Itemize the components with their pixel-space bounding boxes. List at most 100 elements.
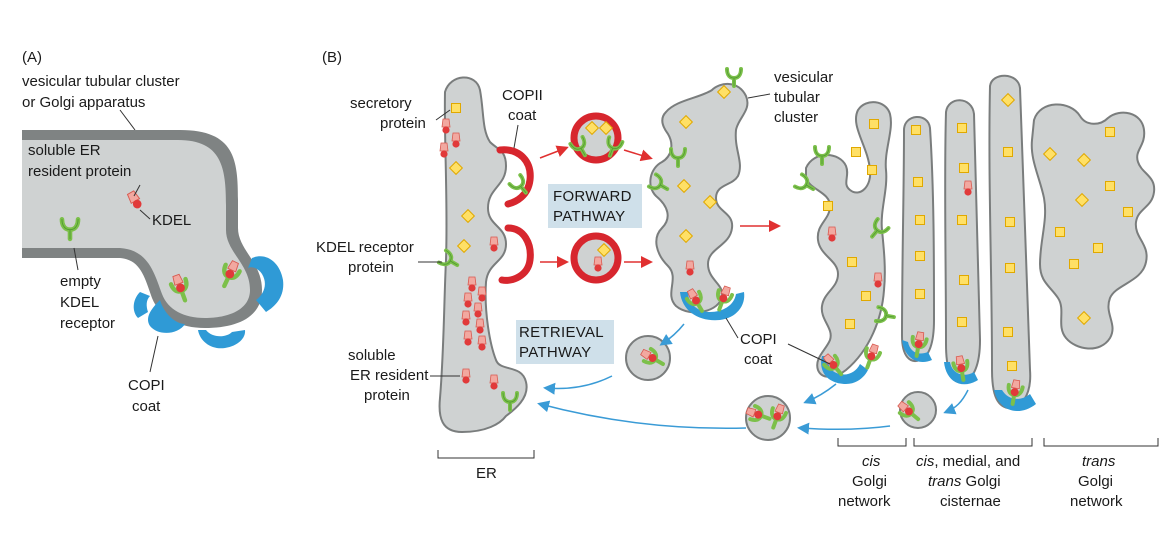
panel-a-copi-2 xyxy=(198,330,246,349)
panel-a-soluble-leader xyxy=(133,184,141,197)
secretory-protein-icon xyxy=(959,275,969,285)
soluble-label-2: ER resident xyxy=(350,367,429,384)
copii-leader xyxy=(513,124,519,149)
vtc-label-1: vesicular xyxy=(774,69,833,86)
panel-a-soluble-2: resident protein xyxy=(28,163,131,180)
secretory-protein-icon xyxy=(957,123,967,133)
copii-coat-er-2 xyxy=(498,224,534,284)
cis-copi-coat xyxy=(821,356,868,384)
copii-label-1: COPII xyxy=(502,87,543,104)
cis-label-2: Golgi xyxy=(852,473,887,490)
retrieval-pathway-box xyxy=(516,320,614,364)
panel-a-empty-3: receptor xyxy=(60,315,115,332)
trans-label-2: Golgi xyxy=(1078,473,1113,490)
panel-a-kdel: KDEL xyxy=(152,212,191,229)
cis-label-3: network xyxy=(838,493,891,510)
retrieval-arrow-4 xyxy=(803,383,837,405)
secretory-protein-icon xyxy=(867,165,877,175)
cisterna-2 xyxy=(944,99,982,384)
retrieval-label-2: PATHWAY xyxy=(519,344,591,361)
secretory-protein-icon xyxy=(1105,127,1115,137)
panel-a-copi-leader xyxy=(149,335,159,373)
panel-a: (A) vesicular tubular cluster or Golgi a… xyxy=(22,49,284,415)
panel-a-lumen-inner xyxy=(22,140,250,318)
vtc-leader xyxy=(747,93,771,99)
panel-a-copi-2-label: coat xyxy=(132,398,161,415)
forward-pathway-box xyxy=(548,184,642,228)
mid-label-1: cis, medial, and xyxy=(916,453,1020,470)
secretory-protein-icon xyxy=(913,177,923,187)
secretory-protein-icon xyxy=(1005,217,1015,227)
vtc-label-3: cluster xyxy=(774,109,818,126)
secretory-protein-icon xyxy=(1105,181,1115,191)
copi-leader-1 xyxy=(725,317,739,339)
secretory-leader xyxy=(435,109,451,121)
secretory-protein-icon xyxy=(911,125,921,135)
panel-a-soluble-1: soluble ER xyxy=(28,142,101,159)
secretory-protein-icon xyxy=(823,201,833,211)
retrieval-label-1: RETRIEVAL xyxy=(519,324,604,341)
forward-arrow-2 xyxy=(623,149,653,162)
resident-protein-icon xyxy=(475,318,485,335)
resident-protein-icon xyxy=(441,118,451,135)
resident-protein-icon xyxy=(685,260,695,277)
resident-protein-icon xyxy=(461,368,471,385)
secretory-protein-icon xyxy=(957,215,967,225)
resident-protein-icon xyxy=(489,236,499,253)
kdel-receptor-label-1: KDEL receptor xyxy=(316,239,414,256)
secretory-protein-icon xyxy=(1003,327,1013,337)
secretory-protein-icon xyxy=(915,215,925,225)
panel-a-copi-1-label: COPI xyxy=(128,377,165,394)
panel-a-title-2: or Golgi apparatus xyxy=(22,94,145,111)
resident-protein-icon xyxy=(827,226,837,243)
resident-protein-icon xyxy=(477,335,487,352)
panel-a-copi-3 xyxy=(248,256,284,312)
resident-protein-icon xyxy=(489,374,499,391)
resident-protein-icon xyxy=(593,256,603,273)
trans-label-3: network xyxy=(1070,493,1123,510)
secretory-protein-icon xyxy=(1123,207,1133,217)
secretory-protein-icon xyxy=(915,289,925,299)
secretory-protein-icon xyxy=(1005,263,1015,273)
resident-protein-icon xyxy=(477,286,487,303)
panel-a-letter: (A) xyxy=(22,49,42,66)
panel-a-kdel-leader xyxy=(139,209,151,220)
mid-label-3: cisternae xyxy=(940,493,1001,510)
panel-a-empty-leader xyxy=(73,247,79,271)
er-label: ER xyxy=(476,465,497,482)
secretory-protein-icon xyxy=(851,147,861,157)
cisterna-2-copi xyxy=(944,362,978,385)
resident-protein-icon xyxy=(963,180,973,197)
retrieval-arrow-5 xyxy=(943,389,969,415)
secretory-protein-icon xyxy=(1007,361,1017,371)
cisterna-1-copi xyxy=(902,340,932,362)
panel-a-title-leader xyxy=(119,109,136,131)
panel-a-copi-4 xyxy=(133,292,150,318)
panel-a-empty-1: empty xyxy=(60,273,101,290)
mid-label-2: trans Golgi xyxy=(928,473,1001,490)
secretory-protein-icon xyxy=(847,257,857,267)
vtc-label-2: tubular xyxy=(774,89,820,106)
secretory-protein-icon xyxy=(861,291,871,301)
resident-protein-icon xyxy=(463,330,473,347)
cis-label-1: cis xyxy=(862,453,881,470)
cis-bracket xyxy=(837,438,907,447)
secretory-protein-icon xyxy=(957,317,967,327)
retrieval-arrow-3 xyxy=(797,422,891,435)
panel-a-empty-2: KDEL xyxy=(60,294,99,311)
secretory-protein-icon xyxy=(869,119,879,129)
resident-protein-icon xyxy=(873,272,883,289)
cisterna-1 xyxy=(900,116,936,362)
resident-protein-icon xyxy=(439,142,449,159)
copii-coat-er-1 xyxy=(496,146,534,208)
vtc-copi-coat xyxy=(680,292,745,321)
resident-protein-icon xyxy=(451,132,461,149)
cis-golgi-network xyxy=(805,101,892,378)
secretory-label-2: protein xyxy=(380,115,426,132)
copii-label-2: coat xyxy=(508,107,537,124)
trans-golgi-network xyxy=(1030,103,1156,350)
er-bracket xyxy=(437,450,535,459)
vtc-body xyxy=(649,83,749,314)
panel-b: (B) xyxy=(316,49,1159,510)
